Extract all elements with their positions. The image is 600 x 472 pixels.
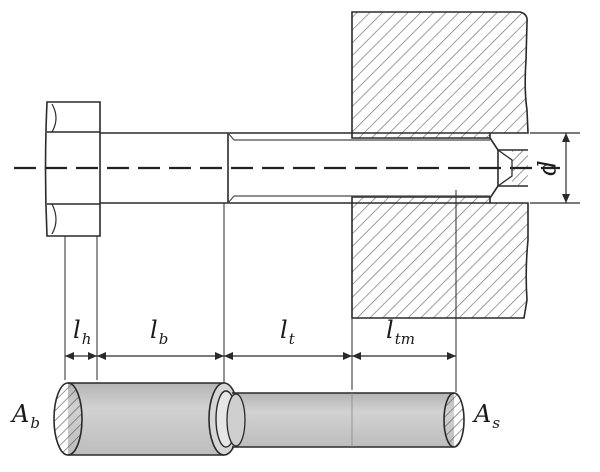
area-ab-ellipse	[53, 382, 83, 456]
bolt-shank	[100, 132, 528, 204]
clamped-plate	[351, 11, 529, 319]
label-lt: lt	[280, 316, 295, 348]
label-lh: lh	[73, 316, 92, 348]
area-as-ellipse	[443, 392, 465, 448]
length-dimension-line	[65, 352, 456, 360]
spring-model	[53, 382, 465, 456]
label-ab: Ab	[12, 400, 40, 432]
diameter-dimension	[530, 132, 580, 204]
label-ltm: ltm	[386, 316, 415, 348]
label-diameter: d	[533, 160, 562, 176]
label-as: As	[474, 400, 501, 432]
label-lb: lb	[150, 316, 169, 348]
bolt-head	[44, 101, 101, 237]
